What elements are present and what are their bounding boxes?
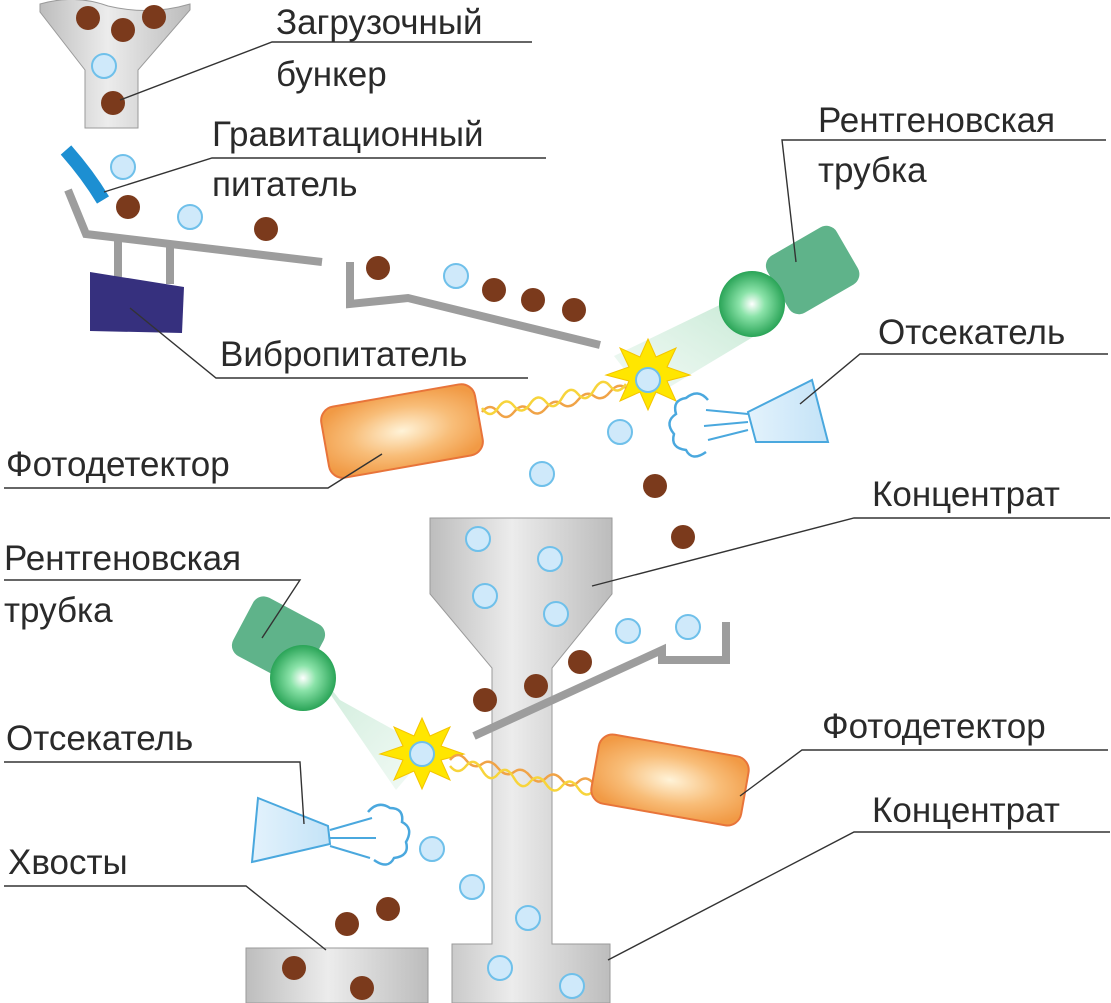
loading-hopper xyxy=(39,0,191,129)
label-vibro-feeder: Вибропитатель xyxy=(220,335,467,374)
label-hopper-line2: бункер xyxy=(276,55,387,94)
tails-bin xyxy=(245,947,429,1003)
top-xray-unit xyxy=(320,225,860,479)
vibro-feeder xyxy=(64,188,601,349)
gravity-feeder xyxy=(60,145,278,241)
label-tails: Хвосты xyxy=(8,843,128,882)
leader-lines xyxy=(4,41,1110,961)
second-chute xyxy=(472,614,730,740)
label-xray-tube-top-line1: Рентгеновская xyxy=(818,101,1055,140)
label-photodetector-bottom: Фотодетектор xyxy=(822,707,1046,746)
label-xray-tube-bottom-line1: Рентгеновская xyxy=(4,539,241,578)
label-xray-tube-top-line2: трубка xyxy=(818,151,927,190)
label-concentrate-top: Концентрат xyxy=(872,475,1060,514)
top-ejector xyxy=(529,378,830,549)
label-hopper-line1: Загрузочный xyxy=(276,3,483,42)
labels: Загрузочный бункер Гравитационный питате… xyxy=(4,3,1065,882)
label-photodetector-top: Фотодетектор xyxy=(6,445,230,484)
label-gravity-feeder-line2: питатель xyxy=(212,165,357,204)
label-xray-tube-bottom-line2: трубка xyxy=(4,591,113,630)
label-ejector-bottom: Отсекатель xyxy=(6,719,193,758)
label-concentrate-bottom: Концентрат xyxy=(872,791,1060,830)
bottom-ejector xyxy=(250,796,485,936)
bottom-xray-unit xyxy=(231,596,750,827)
label-gravity-feeder-line1: Гравитационный xyxy=(212,115,484,154)
label-ejector-top: Отсекатель xyxy=(878,313,1065,352)
concentrate-funnel xyxy=(429,517,613,1003)
